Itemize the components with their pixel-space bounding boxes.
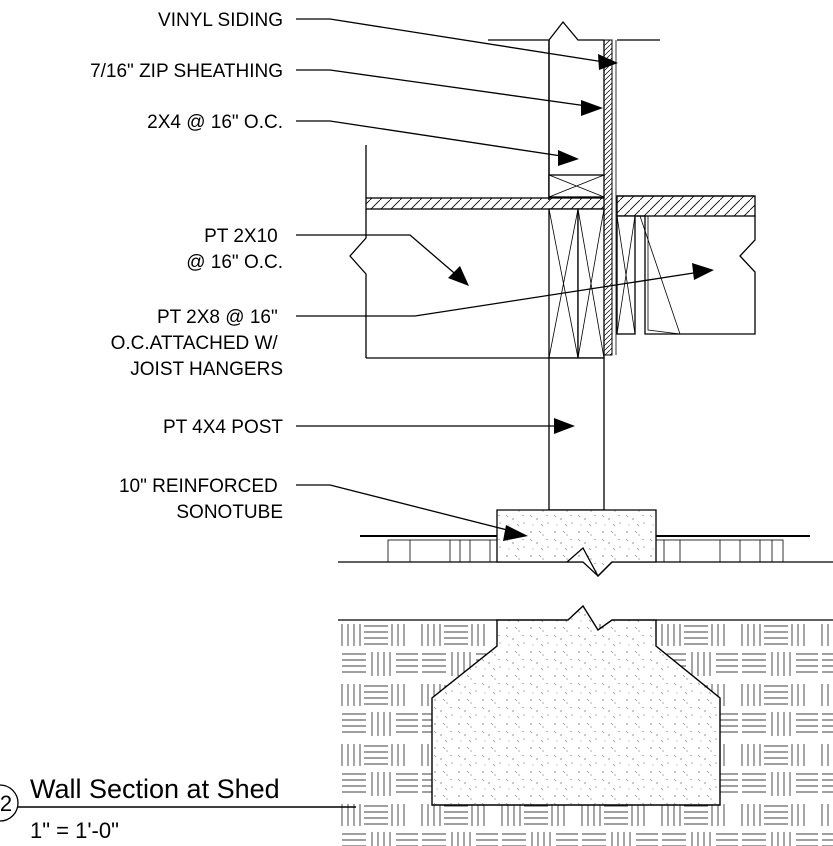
drawing-title: Wall Section at Shed: [30, 774, 280, 804]
leader-2x8-hanger: [296, 263, 714, 317]
rim-board: [548, 208, 605, 359]
detail-number-bubble: [0, 784, 19, 822]
leader-4x4-post: [296, 418, 575, 434]
vinyl-siding: [611, 40, 617, 355]
leader-2x4-stud: [296, 120, 579, 166]
drawing-scale: 1" = 1'-0": [30, 818, 119, 843]
callout-2x10-joist: PT 2X10 @ 16" O.C.: [186, 226, 283, 273]
sonotube-top: [496, 509, 657, 578]
callout-2x4-stud: 2X4 @ 16" O.C.: [147, 112, 283, 133]
leader-2x10-joist: [296, 234, 469, 286]
joist-hanger: [635, 215, 681, 335]
bottom-plate: [548, 174, 605, 198]
grade-upper: [338, 535, 833, 563]
callout-vinyl-siding: VINYL SIDING: [158, 10, 283, 31]
callout-zip-sheathing: 7/16" ZIP SHEATHING: [90, 61, 283, 82]
zip-sheathing: [603, 39, 613, 356]
detail-number: 2: [0, 791, 12, 816]
leader-zip-sheathing: [296, 69, 603, 116]
callout-sonotube: 10" REINFORCED SONOTUBE: [119, 476, 283, 523]
deck-boards: [616, 195, 756, 217]
post: [548, 357, 605, 511]
deck-joist: [678, 216, 756, 335]
callout-2x8-hanger: PT 2X8 @ 16" O.C.ATTACHED W/ JOIST HANGE…: [111, 307, 283, 380]
ledger-board: [616, 215, 636, 335]
callout-4x4-post: PT 4X4 POST: [163, 417, 283, 438]
leader-vinyl-siding: [296, 18, 618, 70]
title-block: 2 Wall Section at Shed 1" = 1'-0": [0, 774, 356, 843]
wall-stud: [488, 20, 660, 200]
floor-joist: [349, 145, 549, 359]
leader-sonotube: [296, 484, 528, 541]
subfloor: [365, 197, 605, 210]
footing: [338, 604, 833, 806]
